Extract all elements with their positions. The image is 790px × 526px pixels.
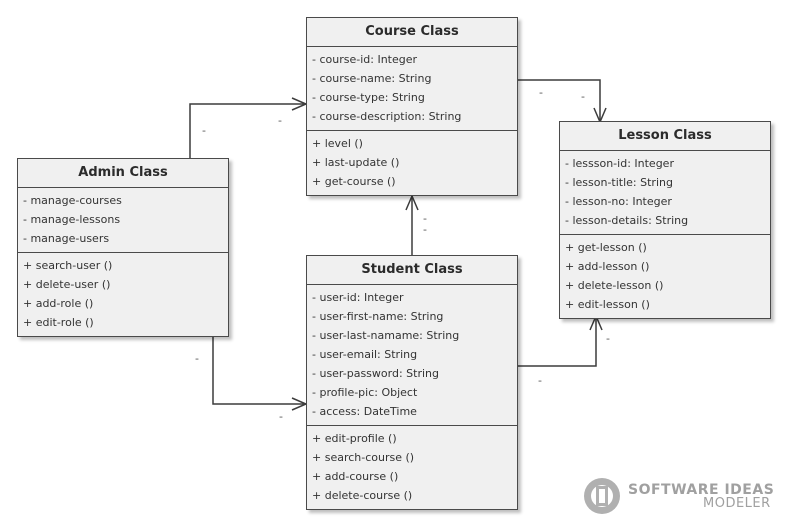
student-lesson-src-multiplicity: - (538, 374, 542, 387)
course-attribute: - course-name: String (312, 72, 432, 85)
course-operation: + level () (312, 137, 363, 150)
admin-operation: + search-user () (23, 259, 113, 272)
student-lesson-association (518, 316, 597, 367)
student-attribute: - access: DateTime (312, 405, 417, 418)
course-lesson-dst-multiplicity: - (581, 90, 585, 103)
lesson-attribute: - lesson-title: String (565, 176, 673, 189)
lesson-operation: + get-lesson () (565, 241, 647, 254)
lesson-class-attributes: - lessson-id: Integer - lesson-title: St… (560, 151, 770, 234)
student-operation: + search-course () (312, 451, 415, 464)
student-course-multiplicity-a: - (423, 212, 427, 225)
admin-class-operations: + search-user () + delete-user () + add-… (18, 252, 228, 336)
admin-student-association (212, 337, 306, 405)
admin-course-src-multiplicity: - (202, 124, 206, 137)
admin-attribute: - manage-users (23, 232, 110, 245)
admin-student-dst-multiplicity: - (279, 410, 283, 423)
student-attribute: - user-email: String (312, 348, 418, 361)
student-course-multiplicity-b: - (423, 223, 427, 236)
course-operation: + last-update () (312, 156, 400, 169)
lesson-operation: + delete-lesson () (565, 279, 664, 292)
course-class-box[interactable]: Course Class - course-id: Integer - cour… (306, 17, 518, 196)
course-class-attributes: - course-id: Integer - course-name: Stri… (307, 47, 517, 130)
admin-class-title: Admin Class (18, 159, 228, 188)
lesson-operation: + edit-lesson () (565, 298, 650, 311)
lesson-attribute: - lessson-id: Integer (565, 157, 674, 170)
admin-attribute: - manage-courses (23, 194, 122, 207)
student-operation: + delete-course () (312, 489, 413, 502)
lesson-attribute: - lesson-no: Integer (565, 195, 672, 208)
student-attribute: - profile-pic: Object (312, 386, 418, 399)
student-attribute: - user-first-name: String (312, 310, 444, 323)
student-attribute: - user-last-namame: String (312, 329, 460, 342)
admin-class-box[interactable]: Admin Class - manage-courses - manage-le… (17, 158, 229, 337)
course-attribute: - course-id: Integer (312, 53, 418, 66)
course-class-title: Course Class (307, 18, 517, 47)
student-class-operations: + edit-profile () + search-course () + a… (307, 425, 517, 509)
course-lesson-src-multiplicity: - (539, 86, 543, 99)
student-attribute: - user-id: Integer (312, 291, 404, 304)
modeler-logo-icon (584, 478, 620, 514)
admin-attribute: - manage-lessons (23, 213, 121, 226)
student-class-title: Student Class (307, 256, 517, 285)
student-operation: + edit-profile () (312, 432, 397, 445)
student-class-box[interactable]: Student Class - user-id: Integer - user-… (306, 255, 518, 510)
course-attribute: - course-description: String (312, 110, 462, 123)
lesson-class-title: Lesson Class (560, 122, 770, 151)
student-class-attributes: - user-id: Integer - user-first-name: St… (307, 285, 517, 425)
student-lesson-dst-multiplicity: - (606, 332, 610, 345)
lesson-class-operations: + get-lesson () + add-lesson () + delete… (560, 234, 770, 318)
course-class-operations: + level () + last-update () + get-course… (307, 130, 517, 195)
admin-course-association (189, 103, 306, 158)
logo-line-2: MODELER (703, 496, 771, 511)
lesson-class-box[interactable]: Lesson Class - lessson-id: Integer - les… (559, 121, 771, 319)
course-attribute: - course-type: String (312, 91, 425, 104)
student-operation: + add-course () (312, 470, 399, 483)
software-ideas-modeler-logo: SOFTWARE IDEAS MODELER (582, 476, 782, 516)
logo-line-1: SOFTWARE IDEAS (628, 482, 775, 498)
admin-operation: + delete-user () (23, 278, 111, 291)
course-operation: + get-course () (312, 175, 396, 188)
student-course-arrowhead (405, 194, 419, 211)
lesson-operation: + add-lesson () (565, 260, 650, 273)
admin-operation: + add-role () (23, 297, 94, 310)
admin-course-dst-multiplicity: - (278, 114, 282, 127)
course-lesson-association (518, 79, 601, 122)
admin-operation: + edit-role () (23, 316, 94, 329)
lesson-attribute: - lesson-details: String (565, 214, 689, 227)
admin-class-attributes: - manage-courses - manage-lessons - mana… (18, 188, 228, 252)
admin-student-src-multiplicity: - (195, 352, 199, 365)
student-attribute: - user-password: String (312, 367, 439, 380)
